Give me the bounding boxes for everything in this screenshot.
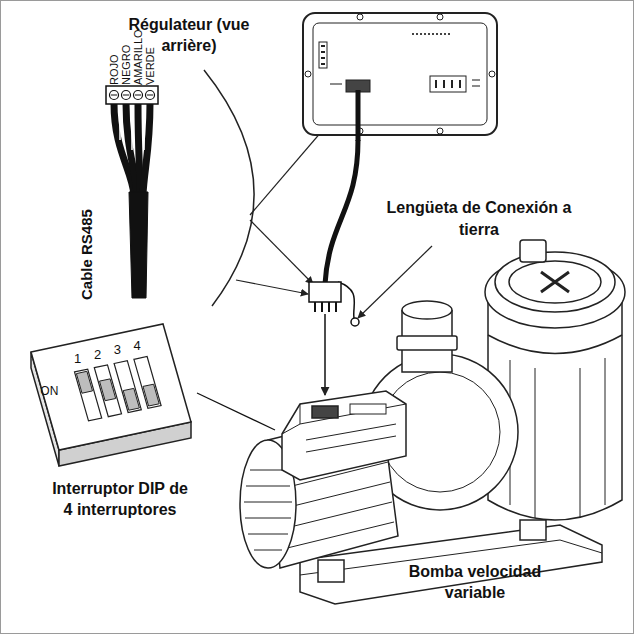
controller-inner <box>313 23 487 125</box>
switch-marking: ON <box>37 384 61 398</box>
strainer-lid <box>495 252 615 312</box>
cable-label: Cable RS485 <box>78 209 96 300</box>
controller-outline <box>300 8 500 140</box>
strainer-rib <box>510 358 605 518</box>
wire-color-label: VERDE <box>144 47 156 85</box>
screw-hole <box>437 128 443 134</box>
pump-drawing <box>240 240 625 604</box>
terminal-strip-screws <box>436 80 460 88</box>
wire-color-label: ROJO <box>108 54 120 85</box>
callout-arrow <box>236 280 308 294</box>
control-box <box>282 391 406 480</box>
strainer-lid-inner <box>509 261 601 303</box>
inset-arc <box>204 70 254 306</box>
dip-lever <box>76 371 92 393</box>
cable-inside-controller <box>356 90 361 141</box>
wire-color-label: AMARILLO <box>132 29 144 85</box>
keypad <box>350 404 386 414</box>
connector <box>325 140 358 395</box>
wire <box>138 103 140 195</box>
pump-foot <box>520 520 546 540</box>
switch-marking: 1 <box>66 351 90 366</box>
outlet-flange <box>397 336 457 350</box>
control-box-detail <box>306 424 396 452</box>
dip-lever <box>123 388 139 410</box>
pcb-marking <box>412 33 450 35</box>
pin-header <box>319 42 327 68</box>
switch-marking: 4 <box>125 338 149 353</box>
screw-slot <box>111 94 153 95</box>
terminal-block <box>106 86 158 104</box>
screw-hole <box>305 71 311 77</box>
pump-foot <box>318 560 344 582</box>
dip-lever <box>100 379 116 401</box>
lid-handle <box>541 272 569 292</box>
screw-hole <box>489 71 495 77</box>
switch-marking: 3 <box>105 342 129 357</box>
outlet-opening <box>402 301 452 319</box>
inset-connector <box>106 86 158 298</box>
screw-hole <box>437 14 443 20</box>
strainer-band <box>488 335 622 354</box>
connector-socket <box>312 406 338 418</box>
switch-marking: 2 <box>86 347 110 362</box>
pump-label: Bomba velocidad variable <box>385 561 565 603</box>
fan-grille <box>244 470 292 550</box>
controller-housing <box>303 13 497 135</box>
dip-slot <box>134 357 161 409</box>
wire-color-label: NEGRO <box>120 45 132 85</box>
lid-tab <box>520 240 546 262</box>
dip-top-face <box>31 324 191 450</box>
dip-lever <box>143 384 159 406</box>
plug-pins <box>315 302 336 312</box>
wire-gap <box>120 108 144 150</box>
dip-label: Interruptor DIP de 4 interruptores <box>48 478 192 520</box>
controller-panel: Régulateur (vue arrière) <box>300 8 500 140</box>
leader-line <box>197 393 275 430</box>
cable-jacket <box>129 192 148 298</box>
socket-label-mark <box>330 83 342 85</box>
cable-plug <box>309 282 341 302</box>
plug-arrow <box>324 314 326 395</box>
pcb-marking <box>472 80 480 86</box>
ground-tab-label: Lengüeta de Conexión a tierra <box>368 197 590 241</box>
pump-unit: Bomba velocidad variable <box>275 395 630 605</box>
terminal-strip <box>430 76 466 92</box>
callout-arrow <box>250 220 313 284</box>
pin-header-dots <box>321 46 325 64</box>
ground-tab <box>351 318 359 326</box>
dip-switch: ON1234Interruptor DIP de 4 interruptores <box>25 318 197 470</box>
control-box-edge <box>282 404 406 434</box>
rs485-cable <box>325 140 358 284</box>
connector <box>197 393 275 430</box>
screw-hole <box>357 14 363 20</box>
